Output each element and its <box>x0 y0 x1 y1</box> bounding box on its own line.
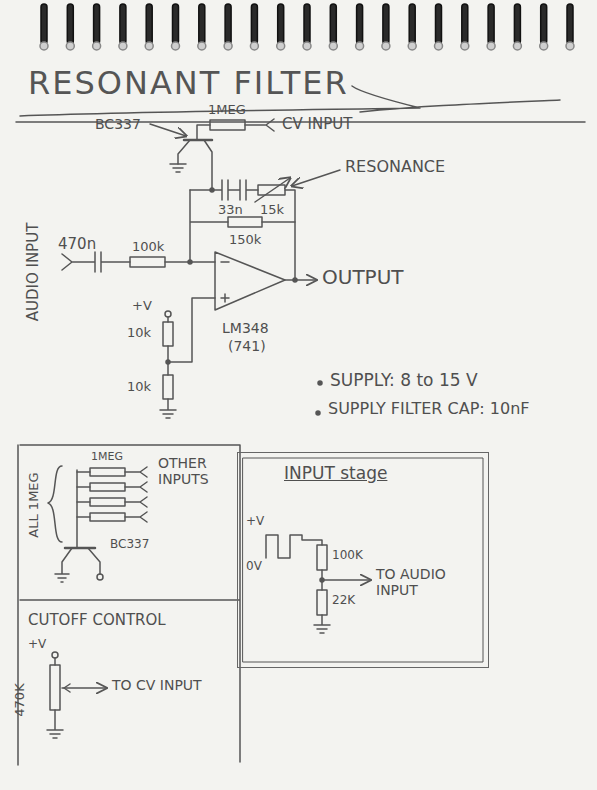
resistor-symbol <box>210 120 245 130</box>
resistor-symbol <box>90 468 125 476</box>
schematic-label: 22K <box>332 594 355 608</box>
binding-ring <box>41 4 47 44</box>
binding-ring <box>120 4 126 44</box>
input-network <box>62 252 215 418</box>
schematic-label: CUTOFF CONTROL <box>28 612 166 629</box>
bullet <box>316 411 320 415</box>
schematic-label: 470n <box>58 236 96 253</box>
binding-hole <box>66 42 74 50</box>
schematic-label: 1MEG <box>91 451 123 464</box>
binding-hole <box>461 42 469 50</box>
binding-hole <box>566 42 574 50</box>
binding-hole <box>277 42 285 50</box>
binding-ring <box>278 4 284 44</box>
schematic-label: RESONANCE <box>345 158 445 176</box>
binding-ring <box>436 4 442 44</box>
schematic-label: (741) <box>228 338 266 354</box>
resistor-symbol <box>90 483 125 491</box>
schematic-label: OUTPUT <box>322 266 404 289</box>
wire <box>77 512 147 522</box>
vertical-label: 470K <box>13 683 28 716</box>
binding-hole <box>172 42 180 50</box>
binding-hole <box>40 42 48 50</box>
resistor-symbol <box>90 513 125 521</box>
vertical-label: ALL 1MEG <box>27 472 42 537</box>
schematic-label: 10k <box>127 380 151 395</box>
opamp-symbol <box>215 252 316 310</box>
box-outline <box>243 458 483 662</box>
binding-hole <box>93 42 101 50</box>
binding-ring <box>251 4 257 44</box>
binding-hole <box>250 42 258 50</box>
binding-hole <box>356 42 364 50</box>
schematic-label: LM348 <box>222 320 269 336</box>
schematic-label: TO AUDIO INPUT <box>376 566 471 598</box>
binding-ring <box>488 4 494 44</box>
binding-hole <box>435 42 443 50</box>
binding-ring <box>173 4 179 44</box>
resistor-symbol <box>90 498 125 506</box>
binding-hole <box>198 42 206 50</box>
binding-ring <box>383 4 389 44</box>
schematic-label: +V <box>132 299 152 314</box>
binding-ring <box>225 4 231 44</box>
binding-hole <box>487 42 495 50</box>
binding-ring <box>567 4 573 44</box>
potentiometer-symbol <box>47 652 106 738</box>
binding-hole <box>329 42 337 50</box>
schematic-label: 100k <box>132 240 164 255</box>
schematic-label: 33n <box>218 203 243 218</box>
schematic-label: TO CV INPUT <box>112 677 202 693</box>
schematic-label: +V <box>246 515 264 529</box>
input-stage-circuit <box>266 535 370 633</box>
stage-box: INPUT stage <box>237 452 489 668</box>
binding-hole <box>224 42 232 50</box>
transistor-symbol <box>150 124 212 190</box>
binding-ring <box>357 4 363 44</box>
binding-ring <box>146 4 152 44</box>
binding-hole <box>382 42 390 50</box>
wire <box>245 119 274 131</box>
wire <box>77 467 147 477</box>
schematic-label: SUPPLY FILTER CAP: 10nF <box>328 400 529 418</box>
binding-hole <box>119 42 127 50</box>
binding-hole <box>540 42 548 50</box>
binding-ring <box>541 4 547 44</box>
resistor-symbol <box>77 467 147 522</box>
schematic-label: 10k <box>127 326 151 341</box>
spiral-binding <box>40 4 574 50</box>
binding-ring <box>462 4 468 44</box>
binding-hole <box>303 42 311 50</box>
title: RESONANT FILTER <box>28 64 349 102</box>
schematic-label: BC337 <box>110 538 149 552</box>
schematic-label: 150k <box>229 233 261 248</box>
binding-ring <box>304 4 310 44</box>
binding-ring <box>94 4 100 44</box>
wire <box>77 497 147 507</box>
schematic-label: 100K <box>332 549 363 563</box>
vertical-label: AUDIO INPUT <box>25 223 42 322</box>
binding-ring <box>514 4 520 44</box>
schematic-label: BC337 <box>95 116 141 132</box>
feedback-network <box>190 170 340 280</box>
schematic-label: +V <box>28 638 46 652</box>
schematic-label: 15k <box>260 203 284 218</box>
binding-hole <box>408 42 416 50</box>
binding-hole <box>513 42 521 50</box>
binding-hole <box>145 42 153 50</box>
schematic-label: 0V <box>246 560 262 574</box>
wire <box>77 482 147 492</box>
schematic-label: OTHER INPUTS <box>158 455 238 487</box>
box-heading: INPUT stage <box>284 463 387 483</box>
schematic-label: CV INPUT <box>282 116 352 133</box>
binding-ring <box>409 4 415 44</box>
schematic-label: SUPPLY: 8 to 15 V <box>330 371 478 391</box>
schematic-label: 1MEG <box>208 103 246 118</box>
bullet <box>318 381 322 385</box>
section-divider <box>18 445 240 765</box>
binding-ring <box>330 4 336 44</box>
binding-ring <box>67 4 73 44</box>
binding-ring <box>199 4 205 44</box>
